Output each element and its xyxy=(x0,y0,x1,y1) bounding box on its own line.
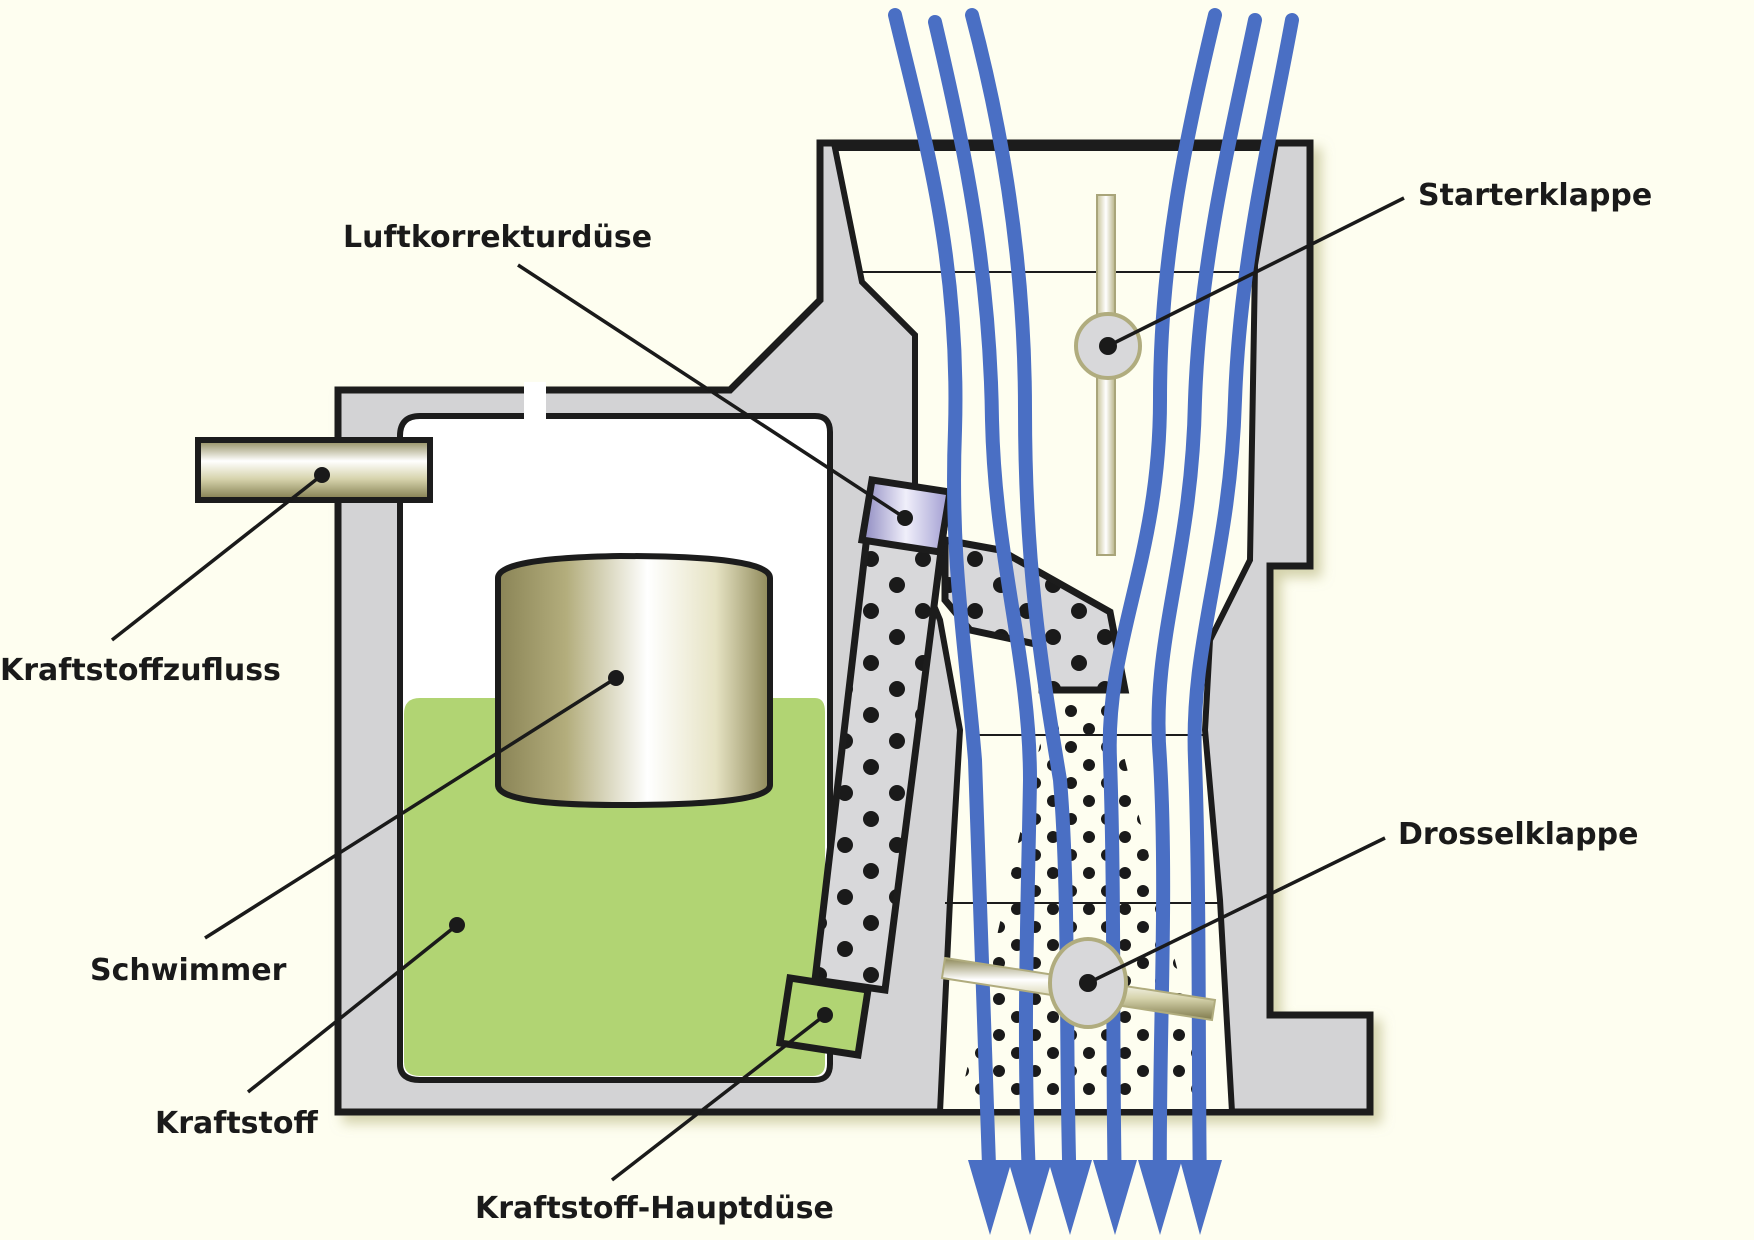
fuel-inlet-pipe[interactable] xyxy=(195,437,433,503)
anchor-drosselklappe xyxy=(1079,974,1097,992)
label-starterklappe: Starterklappe xyxy=(1418,178,1652,213)
arrowhead-1 xyxy=(968,1160,1012,1235)
leader-starterklappe xyxy=(1107,196,1405,348)
leader-schwimmer xyxy=(204,676,617,940)
anchor-kraftstoff xyxy=(449,917,465,933)
arrowhead-2 xyxy=(1008,1160,1052,1235)
label-schwimmer: Schwimmer xyxy=(90,953,287,988)
leader-lines xyxy=(110,196,1405,1182)
label-luftkorrekturduese: Luftkorrekturdüse xyxy=(343,220,652,255)
float[interactable] xyxy=(495,552,773,809)
vent-opening xyxy=(524,382,546,424)
leader-luftkorrekturduese xyxy=(517,263,906,520)
anchor-luftkorrekturduese xyxy=(897,510,913,526)
anchor-starterklappe xyxy=(1099,337,1117,355)
arrowhead-4 xyxy=(1093,1160,1137,1235)
throttle-valve[interactable] xyxy=(940,937,1217,1029)
arrowhead-3 xyxy=(1048,1160,1092,1235)
anchor-kraftstoff-hauptduese xyxy=(817,1007,833,1023)
leader-kraftstoff xyxy=(246,923,459,1094)
label-kraftstoffzufluss: Kraftstoffzufluss xyxy=(0,653,281,688)
air-stream-6 xyxy=(1187,13,1299,1202)
anchor-schwimmer xyxy=(608,670,624,686)
label-drosselklappe: Drosselklappe xyxy=(1398,817,1638,852)
leader-kraftstoffzufluss xyxy=(110,473,324,642)
anchor-kraftstoffzufluss xyxy=(314,467,330,483)
leader-drosselklappe xyxy=(1087,836,1386,985)
arrowhead-6 xyxy=(1180,1160,1222,1235)
arrowhead-5 xyxy=(1138,1160,1182,1235)
air-stream-5 xyxy=(1151,13,1262,1202)
label-kraftstoff: Kraftstoff xyxy=(155,1106,318,1141)
leader-kraftstoff-hauptduese xyxy=(610,1013,827,1182)
label-kraftstoff-hauptduese: Kraftstoff-Hauptdüse xyxy=(475,1191,834,1226)
